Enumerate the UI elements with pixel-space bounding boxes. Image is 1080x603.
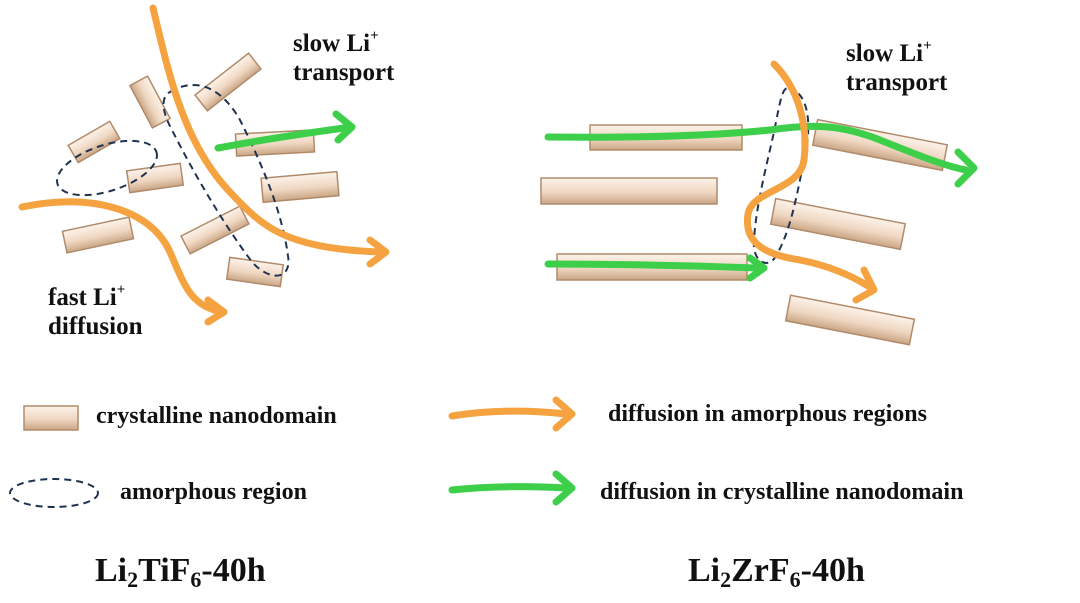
- legend-crystalline-arrow: [448, 470, 576, 506]
- nanodomain: [128, 75, 172, 129]
- title-text: -40h: [800, 552, 865, 589]
- crystalline-diffusion-path: [544, 260, 760, 272]
- right-panel-title: Li2ZrF6-40h: [688, 552, 865, 592]
- title-subscript: 2: [127, 567, 139, 592]
- label-text: slow Li: [846, 40, 924, 67]
- crystalline-arrowhead: [746, 254, 768, 282]
- right-amorphous-path: [743, 60, 878, 304]
- crystalline-arrowhead: [954, 148, 978, 188]
- label-text: transport: [293, 58, 395, 86]
- amorphous-diffusion-path: [18, 198, 226, 316]
- right-nanodomains: [540, 118, 949, 346]
- nanodomain: [125, 162, 185, 194]
- superscript-plus: +: [923, 38, 932, 54]
- nanodomain: [193, 52, 263, 112]
- left-panel-title: Li2TiF6-40h: [95, 552, 266, 592]
- legend-diffusion-crystalline-label: diffusion in crystalline nanodomain: [600, 479, 964, 505]
- amorphous-diffusion-path: [149, 4, 384, 256]
- nanodomain: [769, 197, 907, 251]
- title-subscript: 6: [789, 567, 801, 592]
- left-amorphous-paths: [18, 4, 390, 326]
- title-text: Li: [95, 552, 128, 589]
- legend-diffusion-amorphous-label: diffusion in amorphous regions: [608, 401, 927, 427]
- title-subscript: 6: [190, 567, 202, 592]
- amorphous-arrowhead: [366, 236, 390, 268]
- crystalline-diffusion-path: [214, 124, 348, 152]
- nanodomain: [540, 177, 718, 205]
- amorphous-region: [56, 139, 158, 197]
- nanodomain: [67, 120, 121, 164]
- amorphous-arrowhead: [552, 396, 576, 432]
- amorphous-region: [752, 86, 810, 264]
- nanodomain: [225, 256, 285, 288]
- label-text: slow Li: [293, 30, 371, 57]
- left-nanodomains: [61, 52, 340, 288]
- title-text: TiF: [138, 552, 191, 589]
- left-crystalline-path: [214, 110, 356, 152]
- label-text: transport: [846, 68, 948, 96]
- crystalline-arrowhead: [332, 110, 356, 144]
- left-fast-diffusion-label: fast Li+ diffusion: [48, 282, 143, 342]
- legend-amorphous-label: amorphous region: [120, 479, 307, 505]
- nanodomain: [61, 216, 135, 254]
- label-text: fast Li: [48, 284, 117, 311]
- legend-amorphous-arrow-line: [448, 407, 570, 420]
- legend-crystalline-arrow-line: [448, 483, 570, 494]
- crystalline-arrowhead: [552, 470, 576, 506]
- title-text: Li: [688, 552, 721, 589]
- legend-amorphous-arrow: [448, 396, 576, 432]
- right-slow-transport-label: slow Li+ transport: [846, 38, 948, 98]
- title-text: -40h: [201, 552, 266, 589]
- label-text: diffusion: [48, 312, 143, 340]
- legend-crystalline-label: crystalline nanodomain: [96, 403, 337, 429]
- amorphous-arrowhead: [204, 296, 228, 326]
- legend-nanodomain-swatch: [23, 405, 79, 431]
- superscript-plus: +: [116, 282, 126, 298]
- title-text: ZrF: [731, 552, 790, 589]
- nanodomain: [260, 170, 340, 204]
- nanodomain: [784, 294, 916, 346]
- legend-amorphous-swatch: [9, 478, 99, 508]
- superscript-plus: +: [370, 28, 379, 44]
- amorphous-diffusion-path: [743, 60, 872, 290]
- amorphous-arrowhead: [852, 266, 878, 304]
- left-slow-transport-label: slow Li+ transport: [293, 28, 395, 88]
- nanodomain: [180, 205, 250, 255]
- title-subscript: 2: [720, 567, 732, 592]
